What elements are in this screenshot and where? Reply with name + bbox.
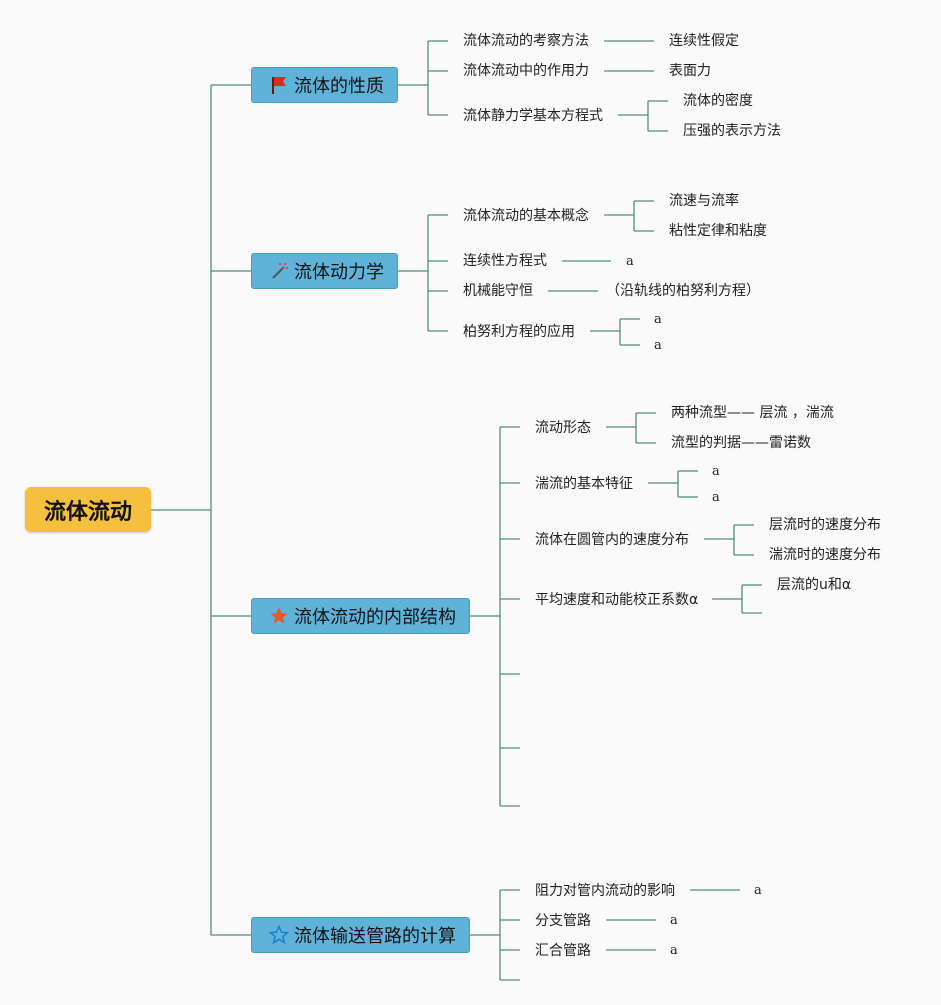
subtopic[interactable]: 机械能守恒 bbox=[463, 283, 533, 299]
leaf-topic[interactable]: a bbox=[670, 913, 678, 928]
subtopic[interactable]: 阻力对管内流动的影响 bbox=[535, 883, 675, 899]
leaf-topic[interactable]: （沿轨线的柏努利方程） bbox=[606, 283, 760, 299]
leaf-topic[interactable]: 流体的密度 bbox=[683, 93, 753, 109]
blue-star-outline-icon bbox=[268, 924, 290, 946]
leaf-topic[interactable]: 连续性假定 bbox=[669, 33, 739, 49]
subtopic[interactable]: 流体在圆管内的速度分布 bbox=[535, 532, 689, 548]
leaf-topic[interactable]: 层流的u和α bbox=[777, 577, 852, 593]
subtopic[interactable]: 流体流动的基本概念 bbox=[463, 208, 589, 224]
leaf-topic[interactable]: 表面力 bbox=[669, 63, 711, 79]
subtopic[interactable]: 平均速度和动能校正系数α bbox=[535, 592, 699, 608]
leaf-topic[interactable]: a bbox=[754, 883, 762, 898]
main-topic-label: 流体输送管路的计算 bbox=[294, 926, 456, 947]
orange-star-icon bbox=[268, 605, 290, 627]
subtopic[interactable]: 流体流动的考察方法 bbox=[463, 33, 589, 49]
leaf-topic[interactable]: 粘性定律和粘度 bbox=[669, 223, 767, 239]
subtopic[interactable]: 流体流动中的作用力 bbox=[463, 63, 589, 79]
leaf-topic[interactable]: a bbox=[670, 943, 678, 958]
main-topic-fluid-properties[interactable]: 流体的性质 bbox=[251, 67, 398, 103]
subtopic[interactable]: 分支管路 bbox=[535, 913, 591, 929]
red-flag-icon bbox=[268, 74, 290, 96]
subtopic[interactable]: 流体静力学基本方程式 bbox=[463, 108, 603, 124]
main-topic-internal-structure[interactable]: 流体流动的内部结构 bbox=[251, 598, 470, 634]
leaf-topic[interactable]: a bbox=[654, 338, 662, 353]
leaf-topic[interactable]: a bbox=[654, 312, 662, 327]
leaf-topic[interactable]: 流型的判据——雷诺数 bbox=[671, 435, 811, 451]
leaf-topic[interactable]: a bbox=[712, 490, 720, 505]
subtopic[interactable]: 连续性方程式 bbox=[463, 253, 547, 269]
root-topic[interactable]: 流体流动 bbox=[25, 487, 151, 532]
subtopic[interactable]: 流动形态 bbox=[535, 420, 591, 436]
leaf-topic[interactable]: 压强的表示方法 bbox=[683, 123, 781, 139]
main-topic-pipeline-calculation[interactable]: 流体输送管路的计算 bbox=[251, 917, 470, 953]
main-topic-fluid-dynamics[interactable]: 流体动力学 bbox=[251, 253, 398, 289]
leaf-topic[interactable]: a bbox=[626, 254, 634, 269]
magic-wand-icon bbox=[268, 260, 290, 282]
subtopic[interactable]: 柏努利方程的应用 bbox=[463, 324, 575, 340]
main-topic-label: 流体的性质 bbox=[294, 76, 384, 97]
leaf-topic[interactable]: 湍流时的速度分布 bbox=[769, 547, 881, 563]
main-topic-label: 流体流动的内部结构 bbox=[294, 607, 456, 628]
leaf-topic[interactable]: 两种流型—— 层流 ，湍流 bbox=[671, 405, 834, 421]
leaf-topic[interactable]: 流速与流率 bbox=[669, 193, 739, 209]
leaf-topic[interactable]: a bbox=[712, 464, 720, 479]
subtopic[interactable]: 湍流的基本特征 bbox=[535, 476, 633, 492]
subtopic[interactable]: 汇合管路 bbox=[535, 943, 591, 959]
main-topic-label: 流体动力学 bbox=[294, 262, 384, 283]
leaf-topic[interactable]: 层流时的速度分布 bbox=[769, 517, 881, 533]
